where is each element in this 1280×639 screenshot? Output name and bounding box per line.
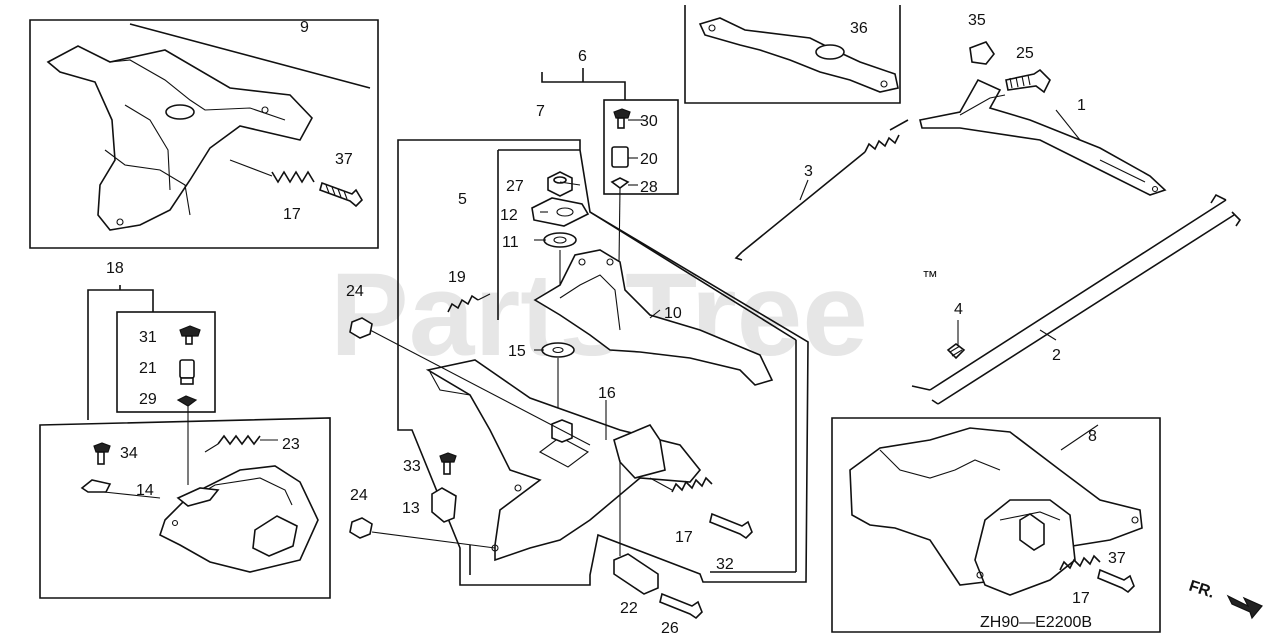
diagram-code: ZH90—E2200B xyxy=(980,614,1092,631)
governor-arm-assembly xyxy=(919,41,1167,196)
callout-17c: 17 xyxy=(1072,590,1090,607)
panel-18-assembly xyxy=(39,285,331,599)
callout-29: 29 xyxy=(139,391,157,408)
callout-7: 7 xyxy=(536,103,545,120)
callout-37a: 37 xyxy=(335,151,353,168)
callout-2: 2 xyxy=(1052,347,1061,364)
callout-22: 22 xyxy=(620,600,638,617)
callout-13: 13 xyxy=(402,500,420,517)
trademark-symbol: ™ xyxy=(922,269,938,286)
panel-8-assembly xyxy=(831,417,1161,633)
callout-28: 28 xyxy=(640,179,658,196)
callout-11: 11 xyxy=(502,234,519,251)
governor-rod-3 xyxy=(734,119,909,261)
callout-15: 15 xyxy=(508,343,526,360)
callout-24b: 24 xyxy=(350,487,368,504)
callout-23: 23 xyxy=(282,436,300,453)
callout-4: 4 xyxy=(954,301,963,318)
callout-19: 19 xyxy=(448,269,466,286)
callout-21: 21 xyxy=(139,360,157,377)
callout-1: 1 xyxy=(1077,97,1086,114)
panel-9-assembly xyxy=(29,19,379,249)
callout-14: 14 xyxy=(136,482,154,499)
callout-12: 12 xyxy=(500,207,518,224)
callout-3: 3 xyxy=(804,163,813,180)
leader-lines xyxy=(534,109,1099,451)
callout-6: 6 xyxy=(578,48,587,65)
callout-18: 18 xyxy=(106,260,124,277)
callout-9: 9 xyxy=(300,19,309,36)
callout-16: 16 xyxy=(598,385,616,402)
callout-8: 8 xyxy=(1088,428,1097,445)
front-label: FR. xyxy=(1187,578,1217,602)
callout-33: 33 xyxy=(403,458,421,475)
callout-35: 35 xyxy=(968,12,986,29)
callout-25: 25 xyxy=(1016,45,1034,62)
front-direction-arrow xyxy=(1226,594,1263,620)
callout-5: 5 xyxy=(458,191,467,208)
callout-31: 31 xyxy=(139,329,157,346)
callouts: 9 37 17 36 35 25 1 3 4 2 6 7 5 30 20 28 … xyxy=(106,12,1217,637)
callout-17a: 17 xyxy=(283,206,301,223)
callout-26: 26 xyxy=(661,620,679,637)
callout-36: 36 xyxy=(850,20,868,37)
callout-30: 30 xyxy=(640,113,658,130)
callout-32: 32 xyxy=(716,556,734,573)
callout-17b: 17 xyxy=(675,529,693,546)
panel-36-assembly xyxy=(684,5,901,104)
throttle-rod-2 xyxy=(911,193,1242,405)
panel-7-control-base xyxy=(349,68,809,620)
callout-37b: 37 xyxy=(1108,550,1126,567)
callout-10: 10 xyxy=(664,305,682,322)
callout-20: 20 xyxy=(640,151,658,168)
callout-34: 34 xyxy=(120,445,138,462)
callout-24a: 24 xyxy=(346,283,364,300)
callout-27: 27 xyxy=(506,178,524,195)
